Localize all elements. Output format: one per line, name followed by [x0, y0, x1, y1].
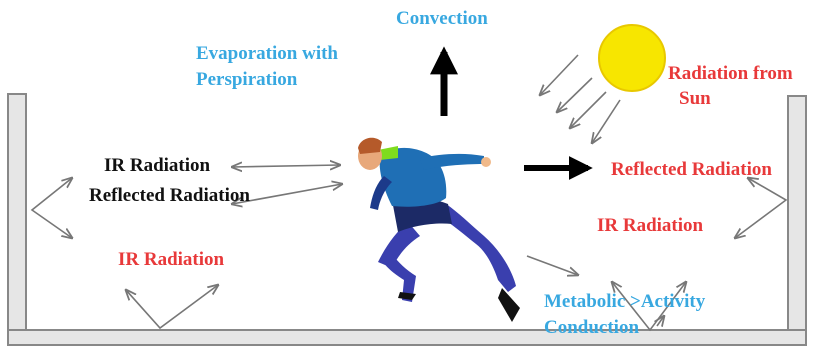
runner-front-hand — [481, 157, 491, 167]
reflected-radiation-arrow — [232, 184, 342, 204]
right-wall-arrow — [735, 178, 788, 238]
sun-ray-arrow — [570, 91, 607, 128]
label-ir-radiation-bottom-left: IR Radiation — [118, 249, 225, 270]
label-reflected-radiation-right: Reflected Radiation — [611, 159, 772, 180]
runner-collar — [378, 146, 398, 160]
floor-arrow-left — [126, 285, 218, 330]
sun-ray-arrow — [540, 54, 579, 95]
left-arrows — [30, 165, 342, 330]
label-conduction: Conduction — [544, 317, 640, 338]
floor-arrow-right — [612, 282, 686, 332]
room-walls — [7, 93, 807, 346]
conduction-arrow — [526, 255, 578, 275]
label-ir-radiation-left: IR Radiation — [104, 155, 211, 176]
label-evaporation-line2: Perspiration — [196, 69, 298, 90]
runner-figure — [358, 137, 520, 322]
left-wall — [7, 93, 27, 346]
sun-ray-arrow — [557, 77, 593, 112]
left-wall-arrow — [30, 178, 72, 238]
label-radiation-from-sun-line2: Sun — [679, 88, 711, 109]
sun-ray-arrow — [592, 99, 621, 143]
runner-back-arm — [370, 176, 392, 210]
runner-back-shoe — [398, 292, 416, 300]
right-arrows — [526, 178, 788, 332]
label-metabolic-activity: Metabolic >Activity — [544, 291, 706, 312]
right-wall — [787, 95, 807, 346]
floor-arrow-small — [657, 316, 664, 326]
label-reflected-radiation-left: Reflected Radiation — [89, 185, 250, 206]
sun — [598, 24, 666, 92]
runner-front-shoe — [498, 288, 520, 322]
label-convection: Convection — [396, 8, 488, 29]
sun-rays — [540, 54, 621, 143]
floor — [7, 329, 807, 346]
label-evaporation-line1: Evaporation with — [196, 43, 338, 64]
runner-front-leg — [436, 204, 516, 292]
runner-front-arm — [420, 153, 484, 170]
runner-hair — [358, 137, 382, 154]
runner-back-shin — [380, 254, 416, 302]
label-radiation-from-sun-line1: Radiation from — [668, 63, 793, 84]
label-ir-radiation-right: IR Radiation — [597, 215, 704, 236]
ir-radiation-arrow — [232, 165, 340, 167]
